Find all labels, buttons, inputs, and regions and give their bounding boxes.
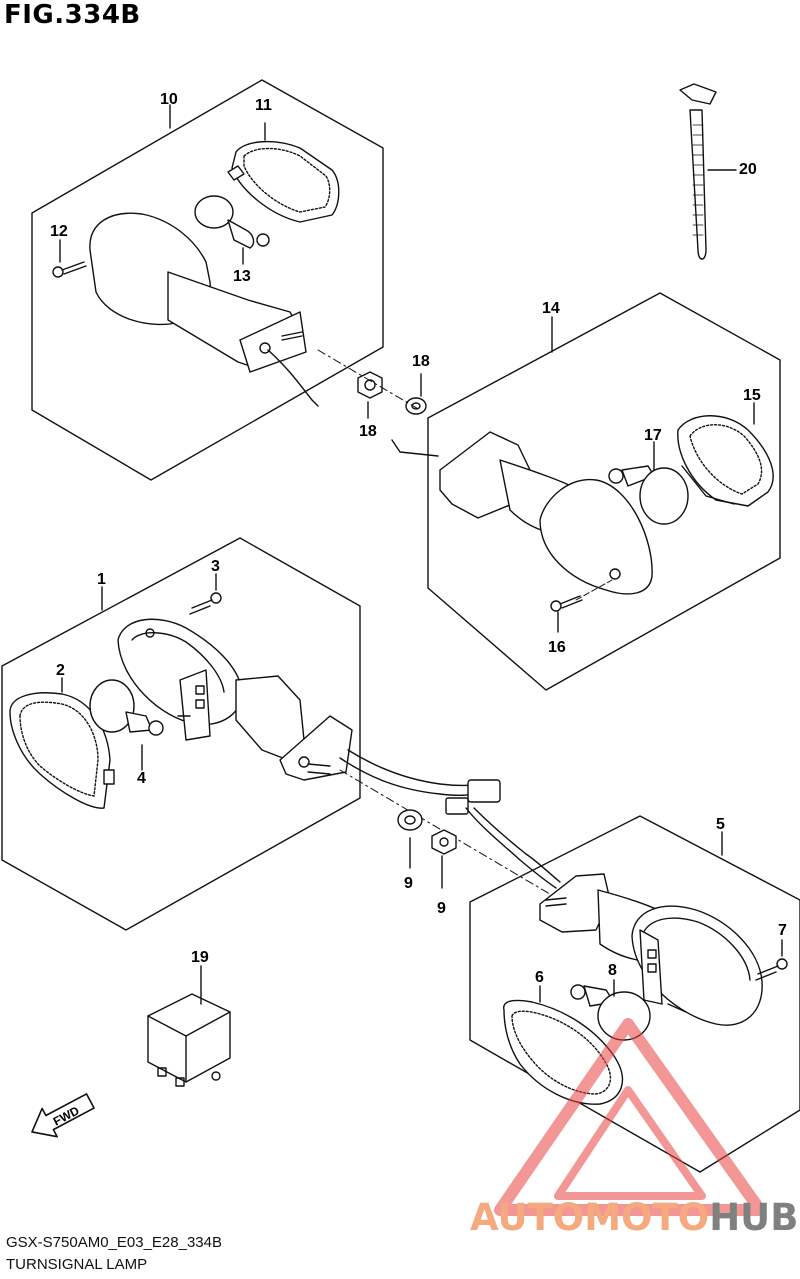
watermark-text: AUTOMOTOHUB bbox=[470, 1196, 798, 1239]
figure-name: TURNSIGNAL LAMP bbox=[6, 1256, 148, 1273]
model-code: GSX-S750AM0_E03_E28_334B bbox=[6, 1234, 222, 1251]
callout-4: 4 bbox=[137, 770, 146, 787]
nut-part-18a[interactable] bbox=[357, 371, 383, 419]
housing-part-14[interactable] bbox=[391, 431, 653, 595]
forward-direction-arrow: FWD bbox=[31, 1093, 95, 1138]
callout-16: 16 bbox=[548, 639, 566, 656]
cable-tie-part-20[interactable] bbox=[679, 83, 737, 260]
callout-labels: 10 11 12 13 20 18 18 14 15 17 16 1 3 2 4… bbox=[50, 91, 787, 986]
callout-20: 20 bbox=[739, 161, 757, 178]
assembly-box-1 bbox=[1, 537, 361, 931]
assembly-box-5 bbox=[469, 815, 800, 1173]
callout-18-b: 18 bbox=[359, 423, 377, 440]
housing-part-1[interactable] bbox=[117, 618, 353, 781]
nut-part-9a[interactable] bbox=[397, 809, 423, 869]
screw-part-3[interactable] bbox=[189, 573, 222, 615]
assembly-box-10 bbox=[31, 79, 384, 481]
callout-3: 3 bbox=[211, 558, 220, 575]
callout-18-a: 18 bbox=[412, 353, 430, 370]
callout-13: 13 bbox=[233, 268, 251, 285]
bulb-part-17[interactable] bbox=[608, 441, 689, 525]
housing-part-10[interactable] bbox=[89, 212, 319, 407]
screw-part-16[interactable] bbox=[550, 579, 613, 633]
housing-part-5[interactable] bbox=[539, 873, 763, 1026]
callout-5: 5 bbox=[716, 816, 725, 833]
wire-harness bbox=[339, 749, 561, 901]
callout-2: 2 bbox=[56, 662, 65, 679]
lens-part-11[interactable] bbox=[227, 122, 340, 223]
watermark-logo bbox=[494, 1018, 766, 1216]
callout-14: 14 bbox=[542, 300, 560, 317]
callout-9-a: 9 bbox=[404, 875, 413, 892]
callout-6: 6 bbox=[535, 969, 544, 986]
lens-part-2[interactable] bbox=[9, 677, 115, 809]
callout-17: 17 bbox=[644, 427, 662, 444]
bulb-part-13[interactable] bbox=[194, 195, 270, 265]
watermark-text-part2: HUB bbox=[709, 1196, 799, 1239]
callout-15: 15 bbox=[743, 387, 761, 404]
watermark-text-part1: AUTOMOTO bbox=[470, 1196, 710, 1239]
screw-part-12[interactable] bbox=[52, 239, 87, 278]
callout-19: 19 bbox=[191, 949, 209, 966]
assembly-box-14 bbox=[427, 292, 781, 691]
screw-part-7[interactable] bbox=[755, 939, 788, 981]
callout-8: 8 bbox=[608, 962, 617, 979]
callout-7: 7 bbox=[778, 922, 787, 939]
callout-11: 11 bbox=[255, 97, 272, 114]
callout-12: 12 bbox=[50, 223, 68, 240]
callout-1: 1 bbox=[97, 571, 106, 588]
callout-9-b: 9 bbox=[437, 900, 446, 917]
washer-part-18b[interactable] bbox=[405, 373, 427, 415]
callout-10: 10 bbox=[160, 91, 178, 108]
lens-part-15[interactable] bbox=[677, 402, 774, 507]
bulb-part-4[interactable] bbox=[89, 679, 164, 771]
washer-part-9b[interactable] bbox=[431, 829, 457, 889]
figure-title: FIG.334B bbox=[4, 0, 141, 30]
relay-part-19[interactable] bbox=[147, 965, 231, 1087]
